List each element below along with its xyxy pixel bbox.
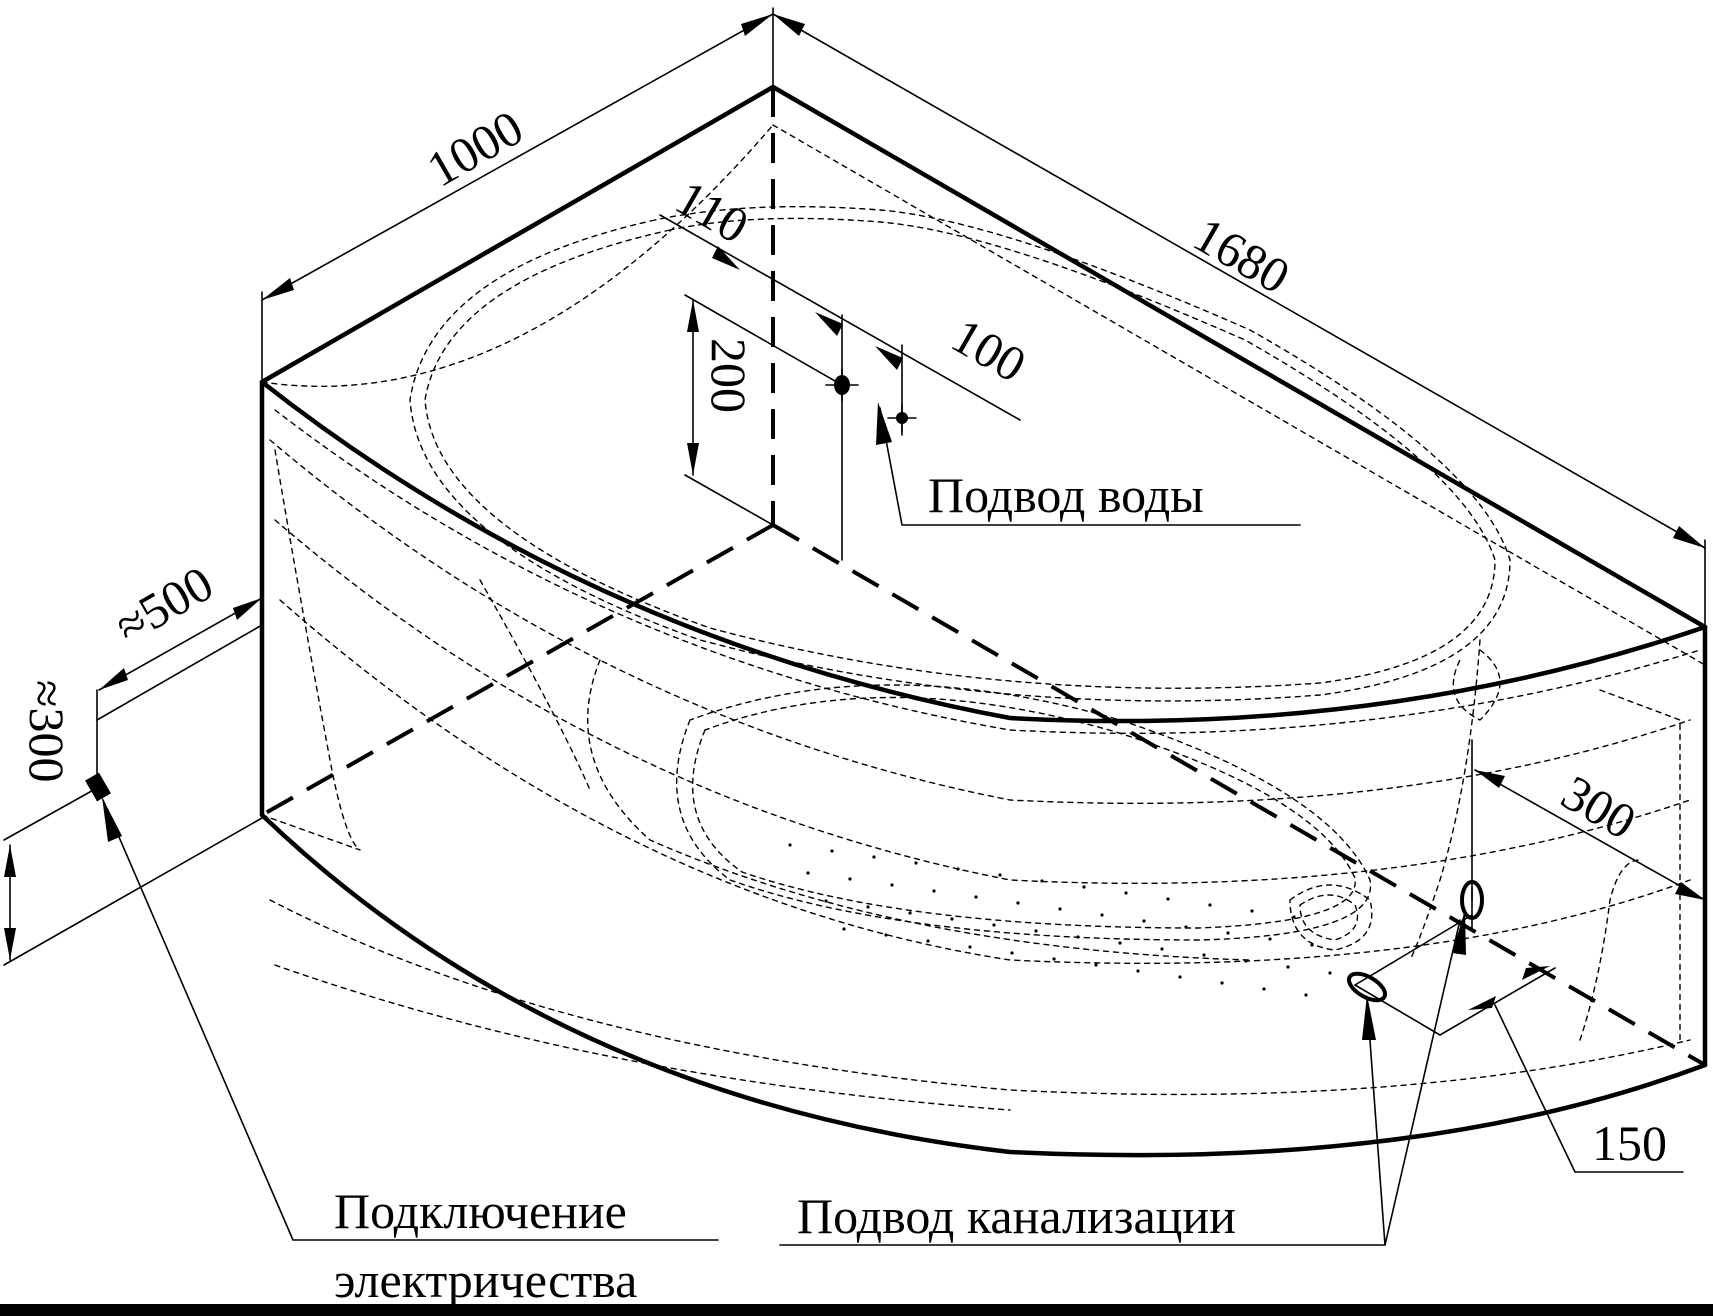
nozzle-dot: [914, 861, 918, 865]
nozzle-dot: [1166, 897, 1170, 901]
nozzle-dot: [1160, 947, 1164, 951]
sewage-label: Подвод канализации: [797, 1188, 1236, 1244]
nozzle-dot: [872, 855, 876, 859]
nozzle-dot: [1010, 951, 1014, 955]
drain-outlet: [1346, 971, 1388, 1003]
nozzle-dot: [1328, 971, 1332, 975]
nozzle-dot: [992, 923, 996, 927]
nozzle-dot: [998, 873, 1002, 877]
nozzle-dot: [1094, 963, 1098, 967]
electric-label-line2: электричества: [334, 1252, 637, 1308]
nozzle-dot: [1124, 891, 1128, 895]
nozzle-dot: [1250, 909, 1254, 913]
nozzle-dot: [1118, 941, 1122, 945]
dim-approx-300-label: ≈300: [19, 680, 75, 782]
dim-1000-label: 1000: [418, 99, 533, 197]
dimension-1680: 1680: [772, 13, 1706, 628]
dim-100-label: 100: [943, 307, 1036, 393]
nozzle-dot: [848, 877, 852, 881]
dim-300-drain-label: 300: [1553, 764, 1646, 850]
nozzle-dot: [956, 867, 960, 871]
nozzle-dot: [806, 871, 810, 875]
electric-connection-point: [85, 772, 111, 802]
nozzle-dot: [1136, 969, 1140, 973]
bathtub-hidden-lines: [261, 124, 1706, 1111]
nozzle-dot: [1178, 975, 1182, 979]
floor-right-axis: [771, 523, 1707, 1067]
nozzle-dot: [884, 933, 888, 937]
electric-connection-callout: Подключение электричества: [85, 772, 719, 1308]
water-supply-points: [825, 368, 917, 433]
centre-lines: [261, 87, 1707, 1067]
nozzle-dot: [1040, 879, 1044, 883]
dim-approx-500-label: ≈500: [106, 555, 223, 655]
nozzle-dot: [1076, 935, 1080, 939]
nozzle-dot: [950, 917, 954, 921]
nozzle-dot: [1262, 987, 1266, 991]
nozzle-dot: [1034, 929, 1038, 933]
floor-left-axis: [261, 523, 774, 817]
nozzle-dot: [1304, 993, 1308, 997]
dim-1680-label: 1680: [1185, 206, 1300, 304]
tub-base-front-arc: [259, 812, 1708, 1158]
nozzle-dot: [1226, 931, 1230, 935]
nozzle-dot: [830, 849, 834, 853]
nozzle-dot: [842, 927, 846, 931]
nozzle-dot: [1082, 885, 1086, 889]
nozzle-dot: [1286, 965, 1290, 969]
sewage-callout: Подвод канализации: [779, 880, 1484, 1246]
tub-rim-front-arc: [259, 379, 1708, 724]
dimension-300-left: ≈300: [3, 680, 263, 966]
nozzle-dot: [908, 911, 912, 915]
dimension-150: 150: [1354, 914, 1684, 1173]
water-supply-callout: Подвод воды: [876, 402, 1301, 526]
nozzle-dot: [1184, 925, 1188, 929]
nozzle-dot: [1016, 901, 1020, 905]
nozzle-dot: [974, 895, 978, 899]
dimension-200: 200: [684, 294, 843, 526]
nozzle-dot: [890, 883, 894, 887]
dim-200-label: 200: [701, 338, 757, 413]
nozzle-dot: [932, 889, 936, 893]
nozzle-dot: [926, 939, 930, 943]
nozzle-dot: [1100, 913, 1104, 917]
nozzle-dot: [1220, 981, 1224, 985]
nozzle-dot: [866, 905, 870, 909]
nozzle-dot: [1052, 957, 1056, 961]
dim-110-label: 110: [667, 169, 758, 254]
nozzle-dot: [1244, 959, 1248, 963]
nozzle-dot: [968, 945, 972, 949]
nozzle-dots: [788, 843, 1332, 997]
nozzle-dot: [1058, 907, 1062, 911]
nozzle-dot: [1142, 919, 1146, 923]
dim-150-label: 150: [1592, 1115, 1667, 1171]
electric-label-line1: Подключение: [334, 1183, 627, 1239]
frame-bottom-border: [0, 1304, 1713, 1316]
nozzle-dot: [1310, 943, 1314, 947]
nozzle-dot: [1292, 915, 1296, 919]
dimension-500: ≈500: [96, 555, 263, 801]
nozzle-dot: [1202, 953, 1206, 957]
nozzle-dot: [788, 843, 792, 847]
nozzle-dot: [1268, 937, 1272, 941]
nozzle-dot: [1208, 903, 1212, 907]
dimension-300-right: 300: [1471, 739, 1706, 906]
water-supply-label: Подвод воды: [928, 467, 1204, 523]
nozzle-dot: [824, 899, 828, 903]
